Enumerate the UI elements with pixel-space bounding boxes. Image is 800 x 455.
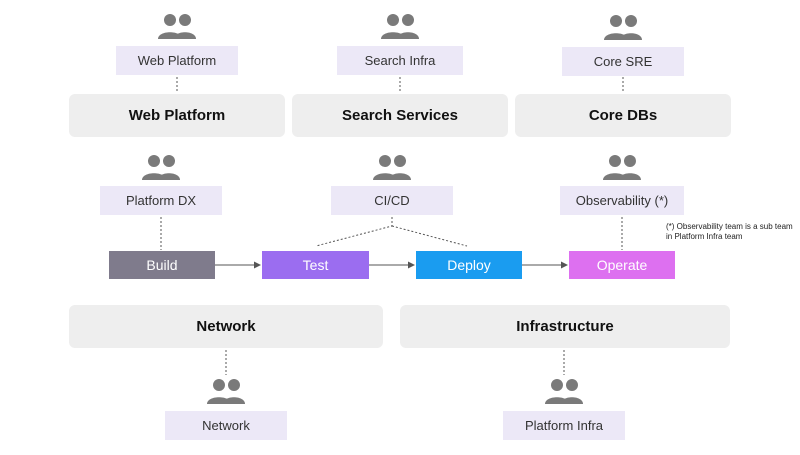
stage-build: Build xyxy=(109,251,215,279)
people-icon xyxy=(207,379,245,404)
team-platform-infra: Platform Infra xyxy=(503,411,625,440)
team-web-platform: Web Platform xyxy=(116,46,238,75)
team-platform-dx: Platform DX xyxy=(100,186,222,215)
people-icon xyxy=(604,15,642,40)
group-infrastructure: Infrastructure xyxy=(400,305,730,348)
people-icon xyxy=(142,155,180,180)
people-icon xyxy=(545,379,583,404)
team-core-sre: Core SRE xyxy=(562,47,684,76)
stage-operate: Operate xyxy=(569,251,675,279)
team-network: Network xyxy=(165,411,287,440)
team-ci-cd: CI/CD xyxy=(331,186,453,215)
group-network: Network xyxy=(69,305,383,348)
team-observability: Observability (*) xyxy=(560,186,684,215)
link-ci-cd-deploy xyxy=(391,225,468,247)
link-ci-cd-test xyxy=(315,217,393,247)
group-web-platform: Web Platform xyxy=(69,94,285,137)
group-search-services: Search Services xyxy=(292,94,508,137)
observability-note: (*) Observability team is a sub team in … xyxy=(666,222,793,241)
people-icon xyxy=(373,155,411,180)
stage-deploy: Deploy xyxy=(416,251,522,279)
team-search-infra: Search Infra xyxy=(337,46,463,75)
people-icon xyxy=(603,155,641,180)
stage-test: Test xyxy=(262,251,369,279)
people-icon xyxy=(158,14,196,39)
group-core-dbs: Core DBs xyxy=(515,94,731,137)
people-icon xyxy=(381,14,419,39)
